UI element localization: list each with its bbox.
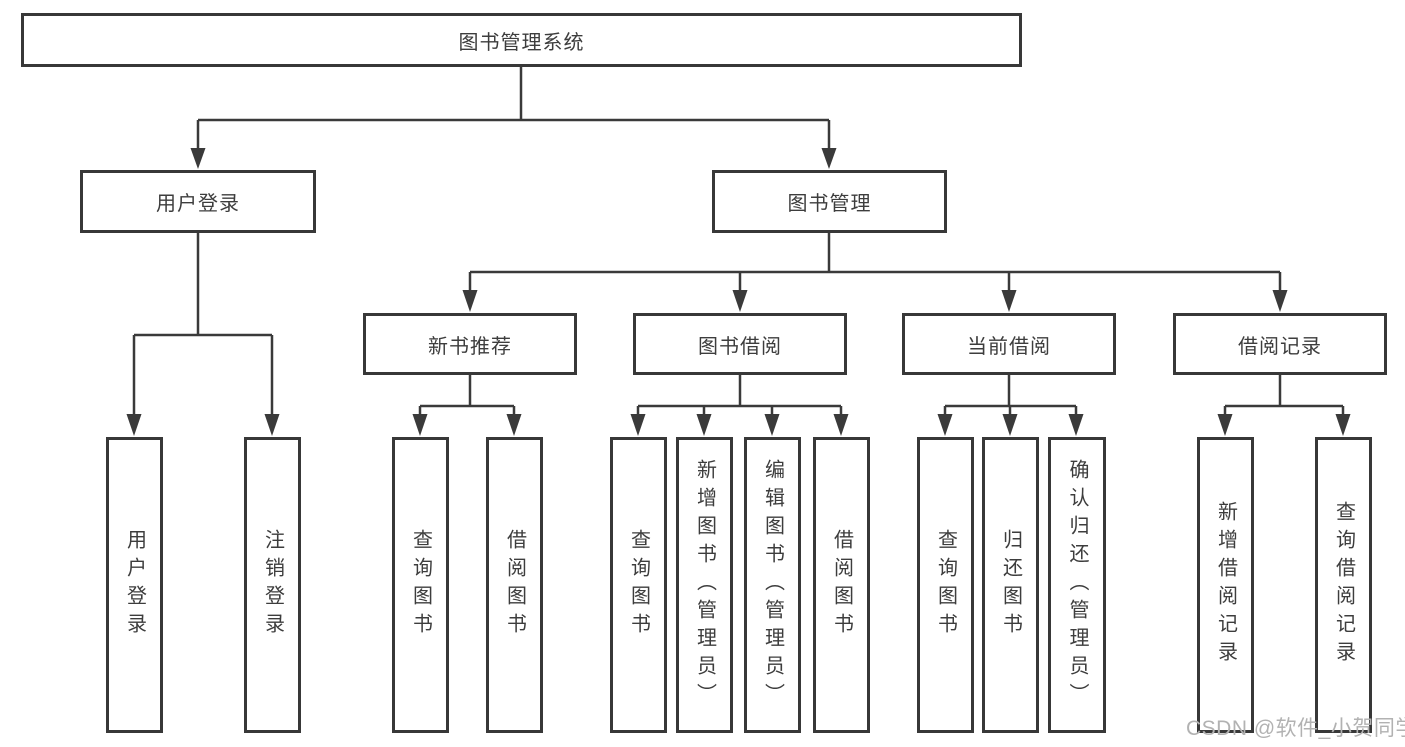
connector-new-book-recommend-to-leaves (412, 375, 522, 436)
leaf-query-borrow-record: 查询借阅记录 (1315, 437, 1372, 733)
connector-current-borrow-to-leaves (937, 375, 1084, 436)
connector-book-borrow-to-leaves (630, 375, 849, 436)
leaf-logout-label: 注销登录 (261, 529, 284, 641)
node-library-system-label: 图书管理系统 (458, 31, 585, 54)
leaf-borrow-book-recommend: 借阅图书 (486, 437, 543, 733)
leaf-query-book-recommend: 查询图书 (392, 437, 449, 733)
leaf-logout: 注销登录 (244, 437, 301, 733)
csdn-watermark: CSDN @软件_小贺同学 (1186, 717, 1405, 740)
node-borrow-records: 借阅记录 (1173, 313, 1387, 375)
leaf-add-book-admin: 新增图书（管理员） (676, 437, 733, 733)
node-new-book-recommend: 新书推荐 (363, 313, 577, 375)
leaf-query-book-current: 查询图书 (917, 437, 974, 733)
leaf-add-borrow-record: 新增借阅记录 (1197, 437, 1254, 733)
node-book-borrow: 图书借阅 (633, 313, 847, 375)
leaf-query-book-borrow-label: 查询图书 (627, 529, 650, 641)
node-current-borrow: 当前借阅 (902, 313, 1116, 375)
leaf-query-book-recommend-label: 查询图书 (409, 529, 432, 641)
node-user-login-group: 用户登录 (80, 170, 316, 233)
node-book-management: 图书管理 (712, 170, 947, 233)
connector-root-to-level2 (190, 67, 837, 169)
leaf-borrow-book-label: 借阅图书 (830, 529, 853, 641)
leaf-confirm-return-admin-label: 确认归还（管理员） (1066, 459, 1088, 711)
leaf-query-book-current-label: 查询图书 (934, 529, 957, 641)
connector-book-management-to-level3 (462, 233, 1288, 312)
leaf-add-book-admin-label: 新增图书（管理员） (693, 459, 716, 711)
leaf-confirm-return-admin: 确认归还（管理员） (1048, 437, 1106, 733)
node-user-login-group-label: 用户登录 (156, 193, 240, 215)
leaf-borrow-book-recommend-label: 借阅图书 (503, 529, 526, 641)
leaf-add-borrow-record-label: 新增借阅记录 (1214, 501, 1237, 669)
leaf-return-book-label: 归还图书 (999, 529, 1022, 641)
node-borrow-records-label: 借阅记录 (1238, 335, 1322, 358)
leaf-user-login-label: 用户登录 (123, 529, 146, 641)
leaf-edit-book-admin-label: 编辑图书（管理员） (761, 459, 784, 711)
leaf-query-borrow-record-label: 查询借阅记录 (1332, 501, 1355, 669)
node-current-borrow-label: 当前借阅 (967, 335, 1051, 358)
connector-user-login-to-leaves (126, 233, 280, 436)
node-book-management-label: 图书管理 (787, 193, 872, 215)
node-book-borrow-label: 图书借阅 (698, 335, 782, 358)
leaf-return-book: 归还图书 (982, 437, 1039, 733)
node-library-system: 图书管理系统 (21, 13, 1022, 67)
leaf-edit-book-admin: 编辑图书（管理员） (744, 437, 801, 733)
connector-borrow-records-to-leaves (1217, 375, 1351, 436)
leaf-borrow-book: 借阅图书 (813, 437, 870, 733)
leaf-query-book-borrow: 查询图书 (610, 437, 667, 733)
node-new-book-recommend-label: 新书推荐 (428, 335, 512, 358)
leaf-user-login: 用户登录 (106, 437, 163, 733)
